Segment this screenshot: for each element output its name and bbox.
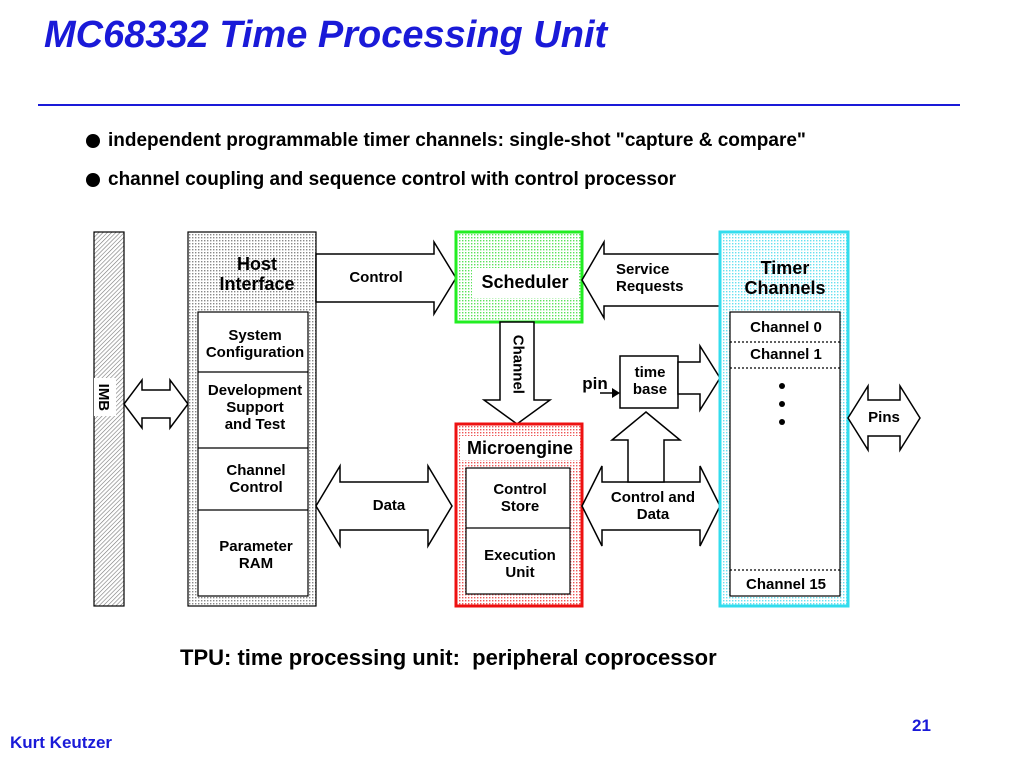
bullet-dot-icon <box>86 134 100 148</box>
development-support-label: Development Support and Test <box>207 382 303 433</box>
channel-arrow-label: Channel <box>509 334 527 394</box>
control-store-label: Control Store <box>493 481 547 515</box>
control-and-data-label: Control and Data <box>610 489 696 523</box>
channel-1-label: Channel 1 <box>750 346 822 363</box>
bullet-text: independent programmable timer channels:… <box>108 130 806 151</box>
host-interface-title: Host Interface <box>219 254 295 295</box>
parameter-ram-label: Parameter RAM <box>219 538 293 572</box>
channel-15-label: Channel 15 <box>745 576 827 593</box>
time-base-up-arrow <box>609 411 683 483</box>
pin-label: pin <box>582 374 608 393</box>
page-number: 21 <box>912 716 931 735</box>
bullet-item: channel coupling and sequence control wi… <box>86 169 676 191</box>
ellipsis-dot-icon <box>779 419 785 425</box>
microengine-title: Microengine <box>466 438 573 458</box>
channel-control-label: Channel Control <box>226 462 286 496</box>
figure-caption: TPU: time processing unit: peripheral co… <box>180 645 717 670</box>
time-base-output-arrow <box>677 343 721 413</box>
imb-label: IMB <box>95 383 113 412</box>
time-base-label: time base <box>632 364 668 398</box>
pins-double-arrow <box>847 383 921 453</box>
control-arrow-label: Control <box>349 269 403 286</box>
time-base-block <box>619 355 679 409</box>
channel-0-label: Channel 0 <box>750 319 822 336</box>
title-divider <box>38 104 960 106</box>
imb-double-arrow <box>123 377 189 431</box>
scheduler-label: Scheduler <box>481 272 569 292</box>
bullet-dot-icon <box>86 173 100 187</box>
ellipsis-dot-icon <box>779 383 785 389</box>
system-configuration-label: System Configuration <box>205 327 305 361</box>
ellipsis-dot-icon <box>779 401 785 407</box>
bullet-item: independent programmable timer channels:… <box>86 130 806 152</box>
slide-title: MC68332 Time Processing Unit <box>44 14 608 56</box>
service-requests-label: Service Requests <box>616 261 684 295</box>
bullet-text: channel coupling and sequence control wi… <box>108 169 676 190</box>
author-footer: Kurt Keutzer <box>10 733 113 752</box>
data-arrow-label: Data <box>372 497 406 514</box>
control-arrow <box>315 239 457 317</box>
execution-unit-label: Execution Unit <box>484 547 556 581</box>
pins-label: Pins <box>868 409 900 426</box>
timer-channels-title: Timer Channels <box>744 258 826 299</box>
channel-arrow <box>481 321 553 425</box>
data-double-arrow <box>315 463 453 549</box>
imb-bus <box>93 231 125 607</box>
pin-arrow-icon <box>612 388 620 398</box>
